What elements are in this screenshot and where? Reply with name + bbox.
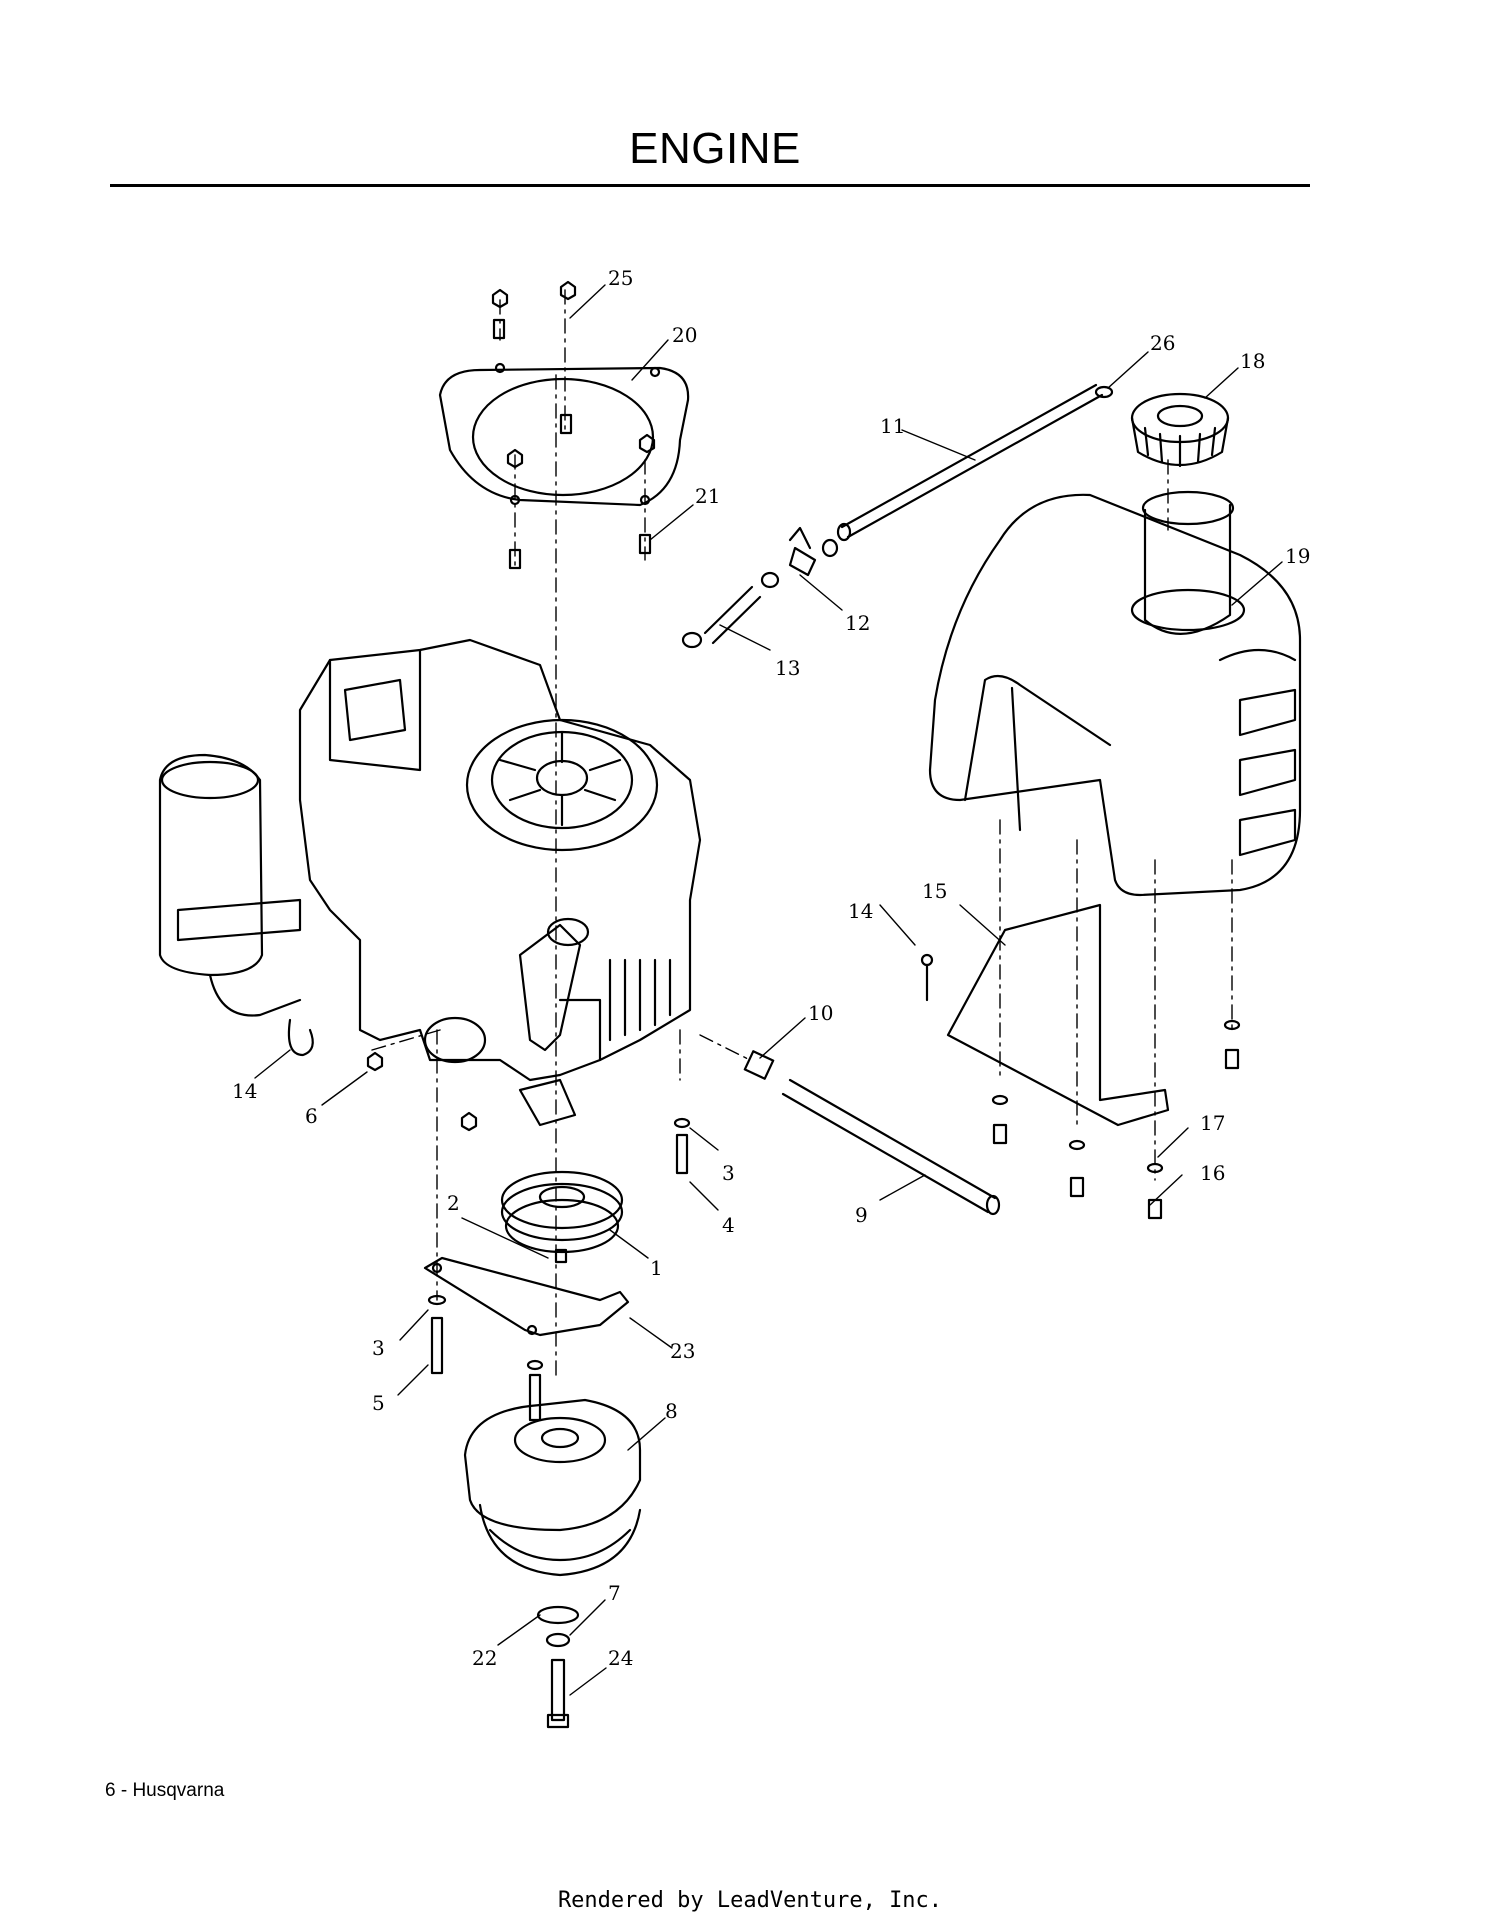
callout-10: 10 <box>808 1001 833 1025</box>
callout-9: 9 <box>855 1203 868 1227</box>
callout-7: 7 <box>608 1581 621 1605</box>
callout-4: 4 <box>722 1213 735 1237</box>
fuel-tank-part <box>928 490 1302 897</box>
page-title: ENGINE <box>629 124 801 173</box>
callout-17: 17 <box>1200 1111 1225 1135</box>
engine-body-part <box>298 638 702 1127</box>
assembly-centerlines <box>371 289 1233 1381</box>
tank-fasteners <box>920 953 1241 1220</box>
callout-25: 25 <box>608 266 633 290</box>
callout-23: 23 <box>670 1339 695 1363</box>
callout-8: 8 <box>665 1399 678 1423</box>
callout-11: 11 <box>880 414 905 438</box>
callout-21: 21 <box>695 484 720 508</box>
lower-fasteners <box>366 1051 691 1729</box>
callout-20: 20 <box>672 323 697 347</box>
title-rule <box>110 184 1310 187</box>
callout-3-lower: 3 <box>372 1336 385 1360</box>
leader-lines <box>254 284 1283 1696</box>
callout-19: 19 <box>1285 544 1310 568</box>
callout-5: 5 <box>372 1391 385 1415</box>
callout-15: 15 <box>922 879 947 903</box>
callout-14-left: 14 <box>232 1079 257 1103</box>
fuel-cap-part <box>1130 392 1230 468</box>
callout-22: 22 <box>472 1646 497 1670</box>
mounting-plate-part <box>423 1256 630 1337</box>
render-credit: Rendered by LeadVenture, Inc. <box>557 1888 943 1913</box>
callout-labels: 25 20 26 18 11 21 19 12 13 15 14 10 14 6… <box>232 266 1310 1670</box>
callout-26: 26 <box>1150 331 1175 355</box>
pulley-part <box>500 1170 624 1264</box>
callout-1: 1 <box>650 1256 663 1280</box>
wire-loop-part <box>287 1018 314 1057</box>
heat-shield-part <box>946 903 1170 1127</box>
top-fasteners <box>491 280 656 570</box>
callout-3-upper: 3 <box>722 1161 735 1185</box>
clutch-part <box>463 1398 642 1577</box>
callout-16: 16 <box>1200 1161 1225 1185</box>
callout-2: 2 <box>447 1191 460 1215</box>
fuel-line-part <box>681 383 1114 649</box>
callout-6: 6 <box>305 1104 318 1128</box>
callout-14-right: 14 <box>848 899 873 923</box>
callout-18: 18 <box>1240 349 1265 373</box>
air-filter-part <box>158 753 302 1017</box>
page-footer-brand: 6 - Husqvarna <box>105 1780 225 1801</box>
callout-24: 24 <box>608 1646 633 1670</box>
engine-plate-part <box>438 362 690 507</box>
callout-13: 13 <box>775 656 800 680</box>
callout-12: 12 <box>845 611 870 635</box>
dipstick-tube-part <box>743 1050 1001 1216</box>
